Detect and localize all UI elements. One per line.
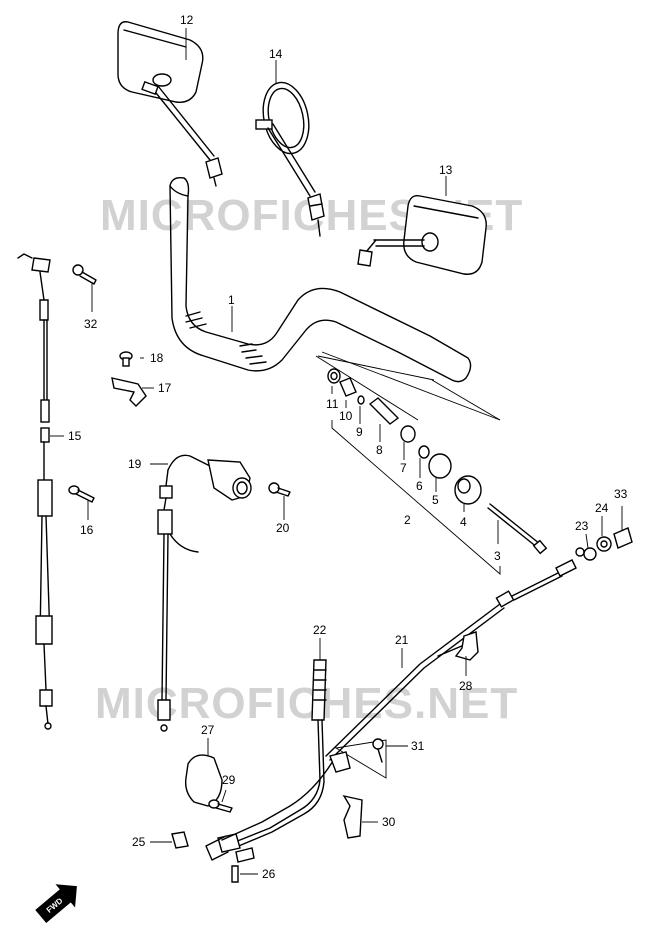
handlebar [169, 176, 472, 383]
callout-6: 6 [416, 479, 423, 493]
callout-32: 32 [84, 317, 98, 331]
callout-24: 24 [595, 501, 609, 515]
callout-labels: 12 14 13 1 32 18 17 15 16 19 20 11 10 9 … [68, 13, 628, 881]
callout-21: 21 [395, 633, 409, 647]
callout-22: 22 [313, 623, 327, 637]
callout-7: 7 [400, 461, 407, 475]
bracket-30 [342, 794, 363, 839]
callout-25: 25 [132, 835, 146, 849]
callout-30: 30 [382, 815, 396, 829]
leader-lines [50, 28, 623, 875]
screw-32 [72, 264, 97, 285]
callout-13: 13 [439, 163, 453, 177]
cable-22 [205, 659, 327, 861]
callout-18: 18 [150, 351, 164, 365]
callout-20: 20 [276, 521, 290, 535]
pin-26 [231, 865, 239, 883]
part-25 [171, 831, 189, 849]
callout-5: 5 [432, 493, 439, 507]
adjuster-parts [583, 527, 633, 561]
throttle-cable-left [17, 253, 53, 730]
cable-lower [221, 755, 337, 863]
callout-4: 4 [460, 515, 467, 529]
callout-27: 27 [201, 723, 215, 737]
callout-9: 9 [356, 425, 363, 439]
callout-19: 19 [128, 457, 142, 471]
screw-18-clamp-17 [111, 351, 147, 407]
callout-33: 33 [614, 487, 628, 501]
lever-housing-27 [184, 754, 223, 807]
mirror-left-rectangular [117, 21, 223, 187]
clutch-cable-21 [325, 547, 585, 761]
screw-20 [268, 482, 291, 497]
group-2-parts [327, 368, 548, 555]
callout-8: 8 [376, 443, 383, 457]
clamp-28 [454, 631, 479, 661]
callout-11: 11 [326, 397, 339, 411]
callout-12: 12 [180, 13, 194, 27]
callout-26: 26 [262, 867, 276, 881]
screw-16 [68, 485, 95, 503]
mirror-right-rectangular [357, 195, 487, 275]
callout-17: 17 [158, 381, 172, 395]
callout-31: 31 [411, 739, 425, 753]
group-2-outline [315, 351, 501, 575]
callout-29: 29 [222, 773, 236, 787]
callout-15: 15 [68, 429, 82, 443]
callout-2: 2 [404, 513, 411, 527]
mirror-round [255, 81, 325, 237]
callout-1: 1 [228, 293, 235, 307]
callout-28: 28 [459, 679, 473, 693]
callout-16: 16 [80, 523, 94, 537]
screw-29 [208, 799, 233, 813]
fwd-arrow: FWD [35, 884, 77, 923]
callout-14: 14 [269, 47, 283, 61]
callout-10: 10 [339, 409, 353, 423]
bracket-31-area [329, 738, 387, 779]
callout-23: 23 [575, 519, 589, 533]
switch-wire-19 [157, 454, 252, 732]
callout-3: 3 [494, 549, 501, 563]
